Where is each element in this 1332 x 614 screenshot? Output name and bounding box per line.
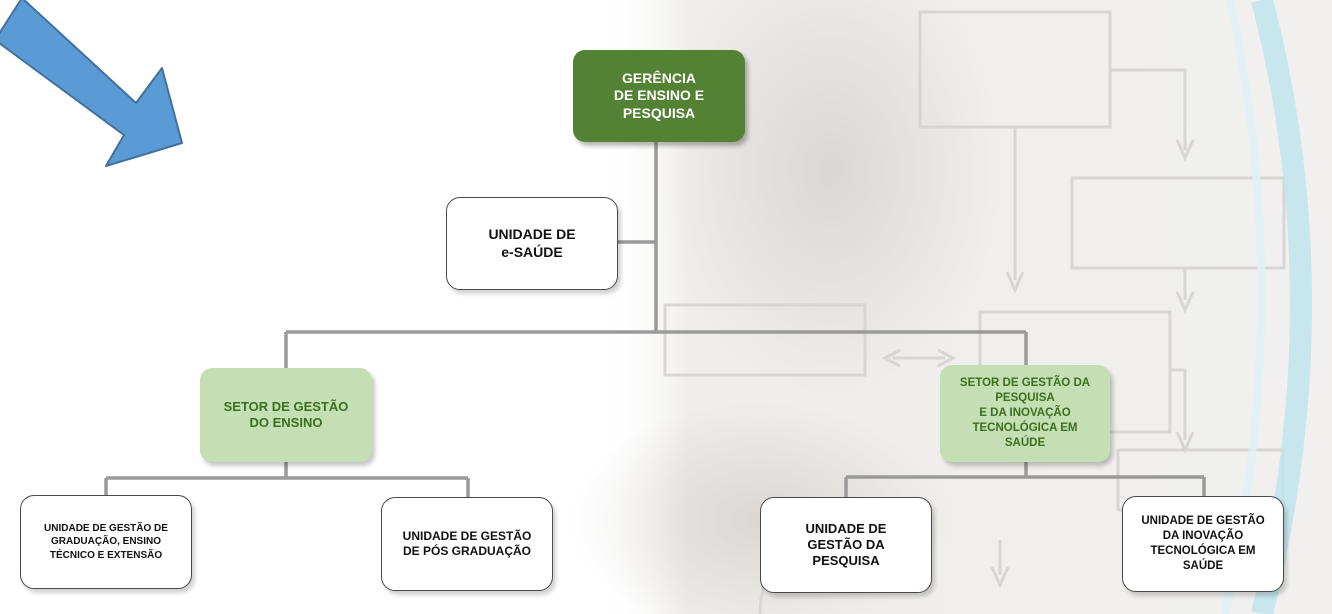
watermark-arrowhead (1005, 271, 1025, 294)
node-unidade-gestao-inovacao: UNIDADE DE GESTÃO DA INOVAÇÃO TECNOLÓGIC… (1122, 496, 1284, 592)
node-setor-gestao-ensino: SETOR DE GESTÃO DO ENSINO (200, 368, 372, 462)
watermark-arrowhead (1175, 291, 1195, 314)
watermark-connector (1110, 68, 1187, 150)
watermark-arrowhead (990, 566, 1010, 589)
watermark-connector (1170, 368, 1187, 440)
node-unidade-gestao-graduacao: UNIDADE DE GESTÃO DE GRADUAÇÃO, ENSINO T… (20, 495, 192, 589)
watermark-arrowhead (881, 348, 957, 368)
watermark-box (663, 303, 867, 377)
background-silhouette (660, 0, 1000, 400)
node-unidade-gestao-pesquisa: UNIDADE DE GESTÃO DA PESQUISA (760, 497, 932, 593)
node-unidade-gestao-pos-graduacao: UNIDADE DE GESTÃO DE PÓS GRADUAÇÃO (381, 497, 553, 591)
node-unidade-esaude: UNIDADE DE e-SAÚDE (446, 197, 618, 290)
node-gerencia-ensino-pesquisa: GERÊNCIA DE ENSINO E PESQUISA (573, 50, 745, 142)
watermark-arrowhead (1175, 139, 1195, 162)
blue-arrow-icon (0, 0, 183, 167)
node-setor-gestao-pesquisa-inovacao: SETOR DE GESTÃO DA PESQUISA E DA INOVAÇÃ… (940, 365, 1110, 462)
blue-arrow-shape (0, 0, 183, 167)
watermark-box (1070, 176, 1286, 270)
